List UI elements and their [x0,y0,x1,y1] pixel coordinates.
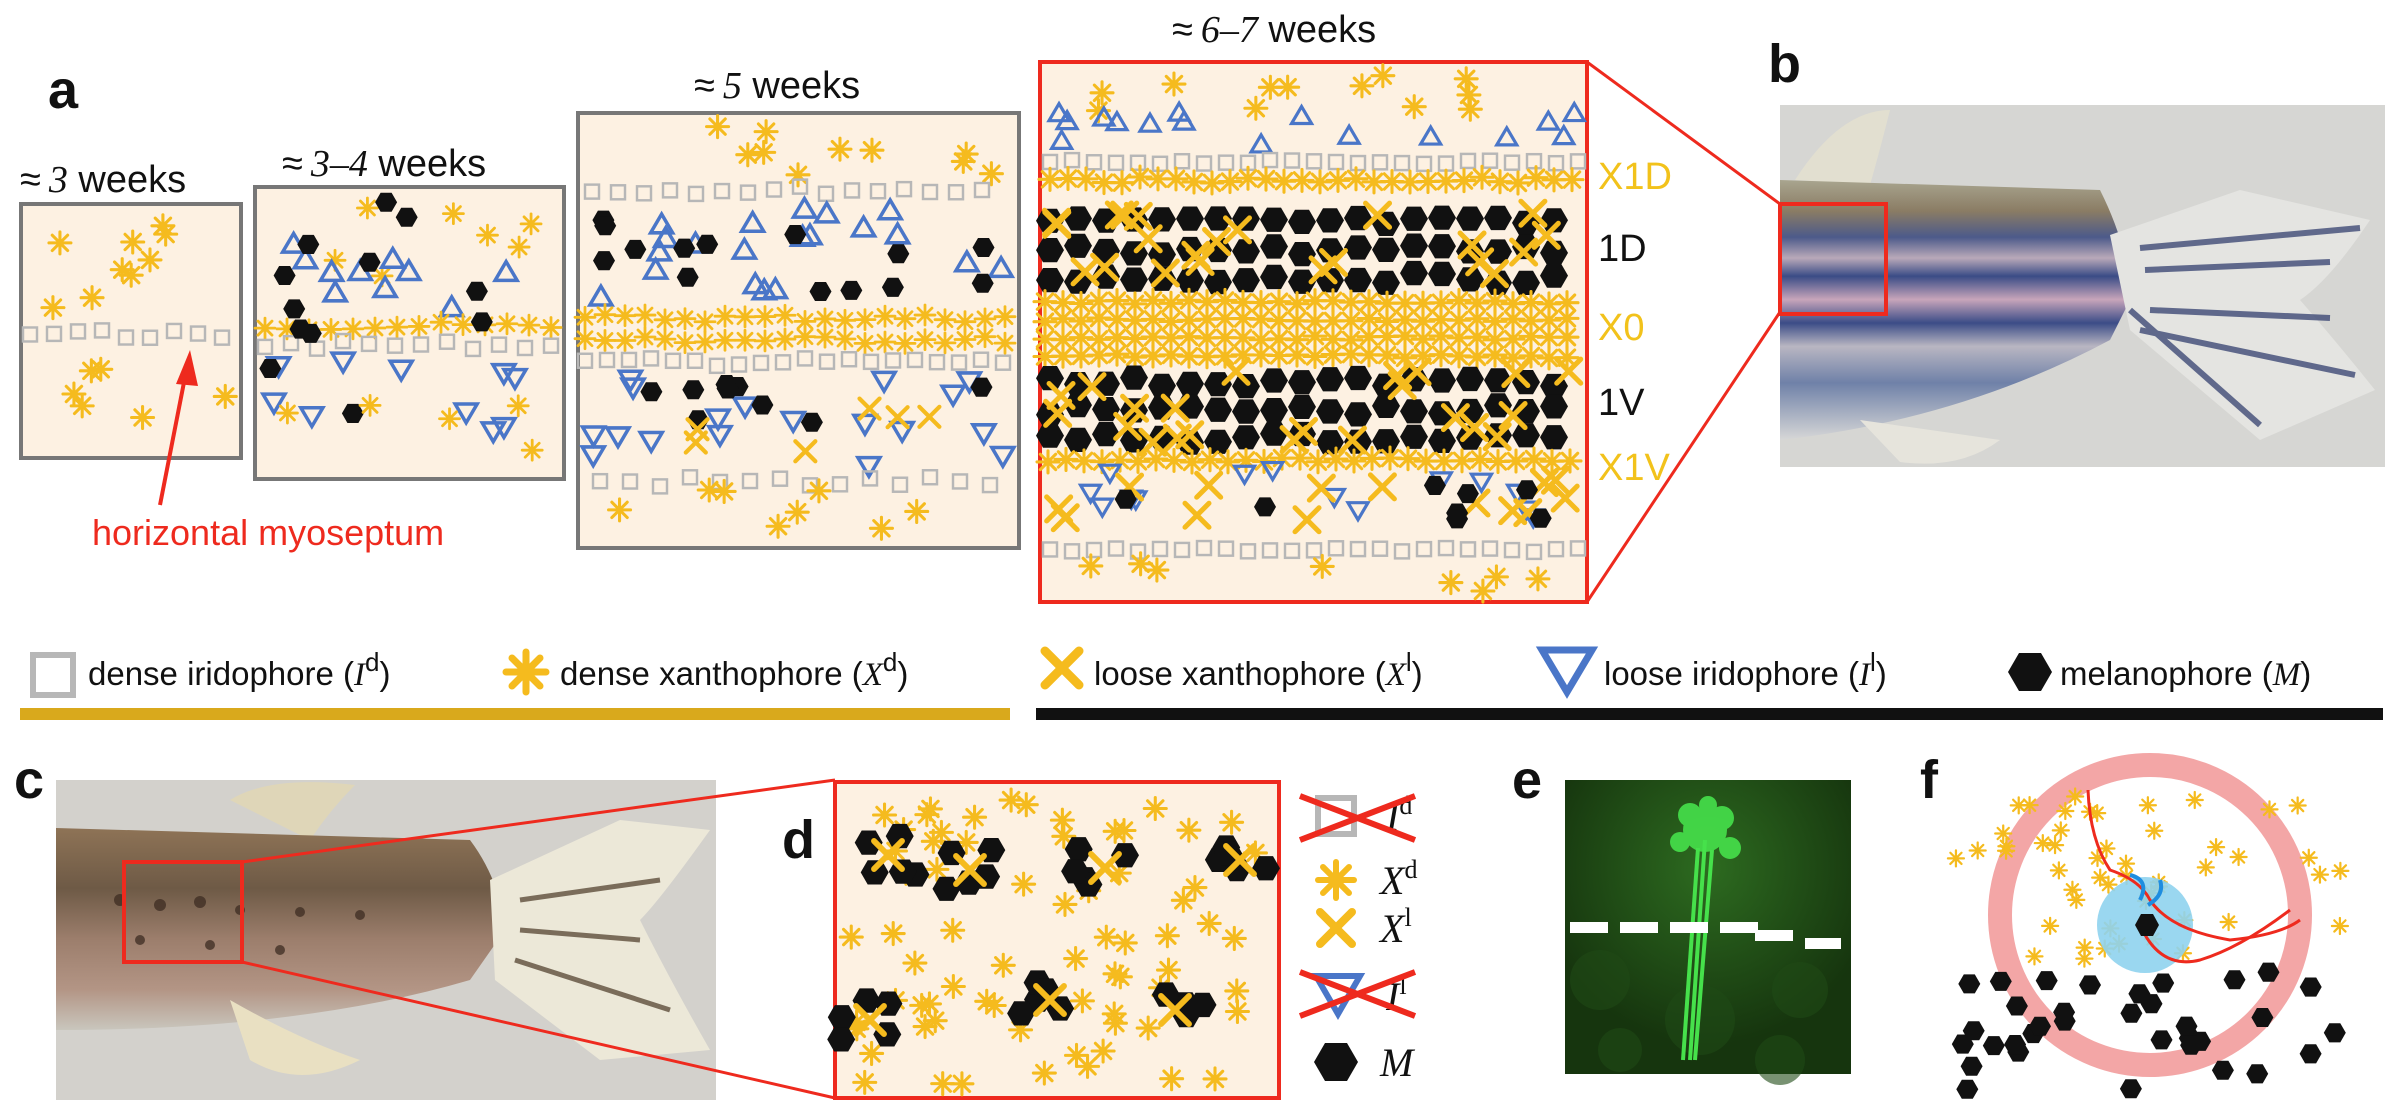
mutant-legend: Id Xd Xl Il M [1298,791,1417,1085]
legend-dense-xanthophore: dense xanthophore (Xd) [560,647,908,693]
cell-projection-long [2086,789,2301,942]
square-icon [30,652,76,698]
zoom-box-c [122,860,244,964]
panel-label-e: e [1512,750,1542,810]
mutant-fish-photo [56,780,716,1100]
mutant-cells [827,787,1280,1097]
cell-projection-long-2 [2138,908,2291,964]
stage-title-3: ≈5 weeks [694,65,860,107]
cell-projection-short [2129,873,2164,907]
zoom-line-c-top [241,778,836,864]
stage-title-1: ≈3 weeks [20,159,186,201]
myoseptum-arrow [158,371,188,506]
panel-label-d: d [782,810,815,870]
cross-icon [1040,646,1084,690]
stage-title-2: ≈3–4 weeks [282,143,486,185]
legend-d-xd: Xd [1378,855,1417,903]
panel-label-b: b [1768,34,1801,94]
legend-d-m: M [1379,1040,1416,1085]
legend-loose-xanthophore: loose xanthophore (Xl) [1094,647,1423,693]
legend-loose-iridophore: loose iridophore (Il) [1604,647,1887,693]
legend-dense-iridophore: dense iridophore (Id) [88,647,390,693]
stripe-label-1v: 1V [1598,382,1645,424]
triangle-icon [1535,646,1599,699]
zoom-line-c-bottom [241,960,836,1100]
panel-label-f: f [1920,750,1939,810]
zoom-box-b [1778,202,1888,316]
myoseptum-arrowhead [176,350,198,386]
interaction-schematic [1946,753,2350,1099]
long-range-ring [1988,753,2312,1077]
stripe-label-x1d: X1D [1598,156,1672,198]
stage-cells [21,63,1588,604]
adult-fish-photo [1778,105,2385,467]
hexagon-icon [2008,653,2052,691]
asterisk-icon [502,648,550,696]
cell-legend: dense iridophore (Id) dense xanthophore … [20,646,2383,720]
zoom-line-bottom [1585,311,1782,603]
stripe-bar [1036,708,2383,720]
micrograph-photo [1565,780,1851,1085]
stage-title-4: ≈6–7 weeks [1172,9,1376,51]
legend-melanophore: melanophore (M) [2060,655,2311,693]
stripe-label-1d: 1D [1598,228,1647,270]
myoseptum-label: horizontal myoseptum [92,512,444,553]
zoom-line-top [1586,60,1781,206]
panel-label-c: c [14,750,44,810]
legend-d-xl: Xl [1378,903,1412,951]
stripe-label-x1v: X1V [1598,447,1670,489]
central-melanophore [2135,914,2159,936]
stripe-label-x0: X0 [1598,307,1644,349]
panel-label-a: a [48,60,79,120]
interstripe-bar [20,708,1010,720]
